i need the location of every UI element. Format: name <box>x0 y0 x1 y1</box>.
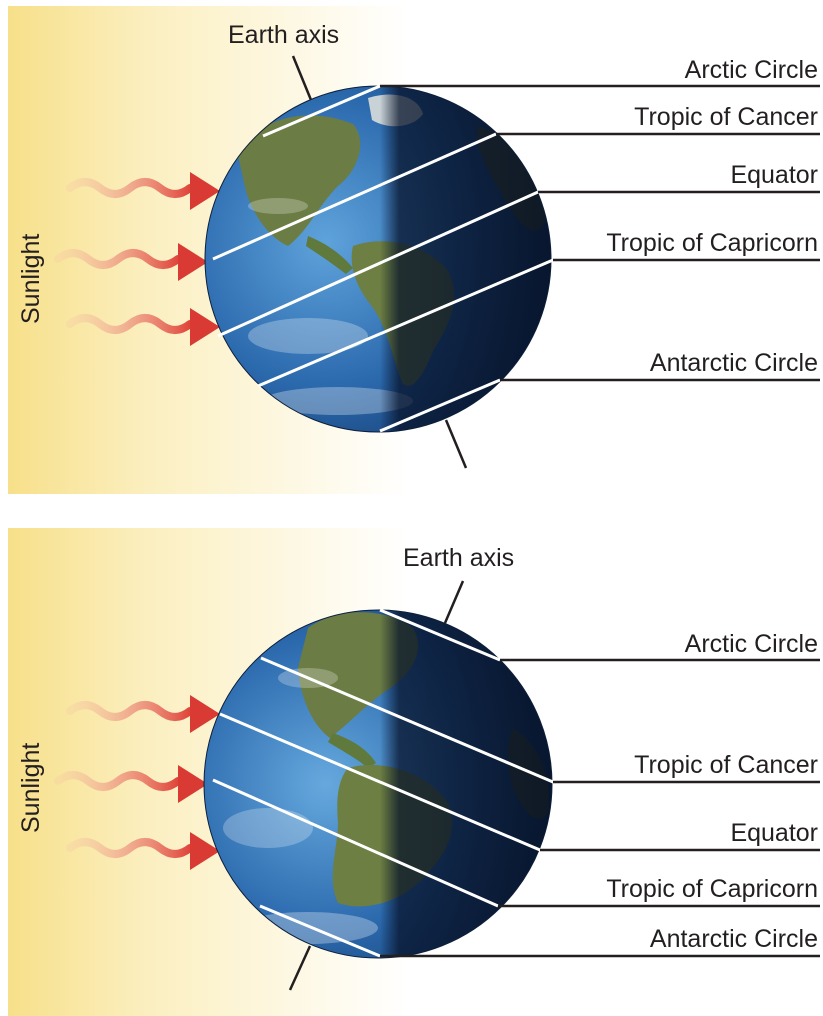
sunlight-label: Sunlight <box>17 743 45 833</box>
arctic-circle-label: Arctic Circle <box>685 56 818 84</box>
earth-axis-label: Earth axis <box>403 544 514 572</box>
diagram-top-svg: Sunlight <box>8 6 820 494</box>
equator-label: Equator <box>730 161 818 189</box>
diagram-panel-bottom: Sunlight <box>8 528 820 1016</box>
antarctic-circle-label: Antarctic Circle <box>650 925 818 953</box>
equator-label: Equator <box>730 819 818 847</box>
tropic-of-cancer-label: Tropic of Cancer <box>634 751 818 779</box>
sunlight-label: Sunlight <box>17 234 45 324</box>
earth-axis-label: Earth axis <box>228 21 339 49</box>
earth-axis-north <box>445 581 463 623</box>
arctic-circle-label: Arctic Circle <box>685 630 818 658</box>
tropic-of-capricorn-label: Tropic of Capricorn <box>606 229 818 257</box>
tropic-of-capricorn-label: Tropic of Capricorn <box>606 875 818 903</box>
antarctic-circle-label: Antarctic Circle <box>650 349 818 377</box>
diagram-bottom-svg: Sunlight <box>8 528 820 1016</box>
earth-axis-south <box>446 420 466 468</box>
diagram-panel-top: Sunlight <box>8 6 820 494</box>
tropic-of-cancer-label: Tropic of Cancer <box>634 103 818 131</box>
